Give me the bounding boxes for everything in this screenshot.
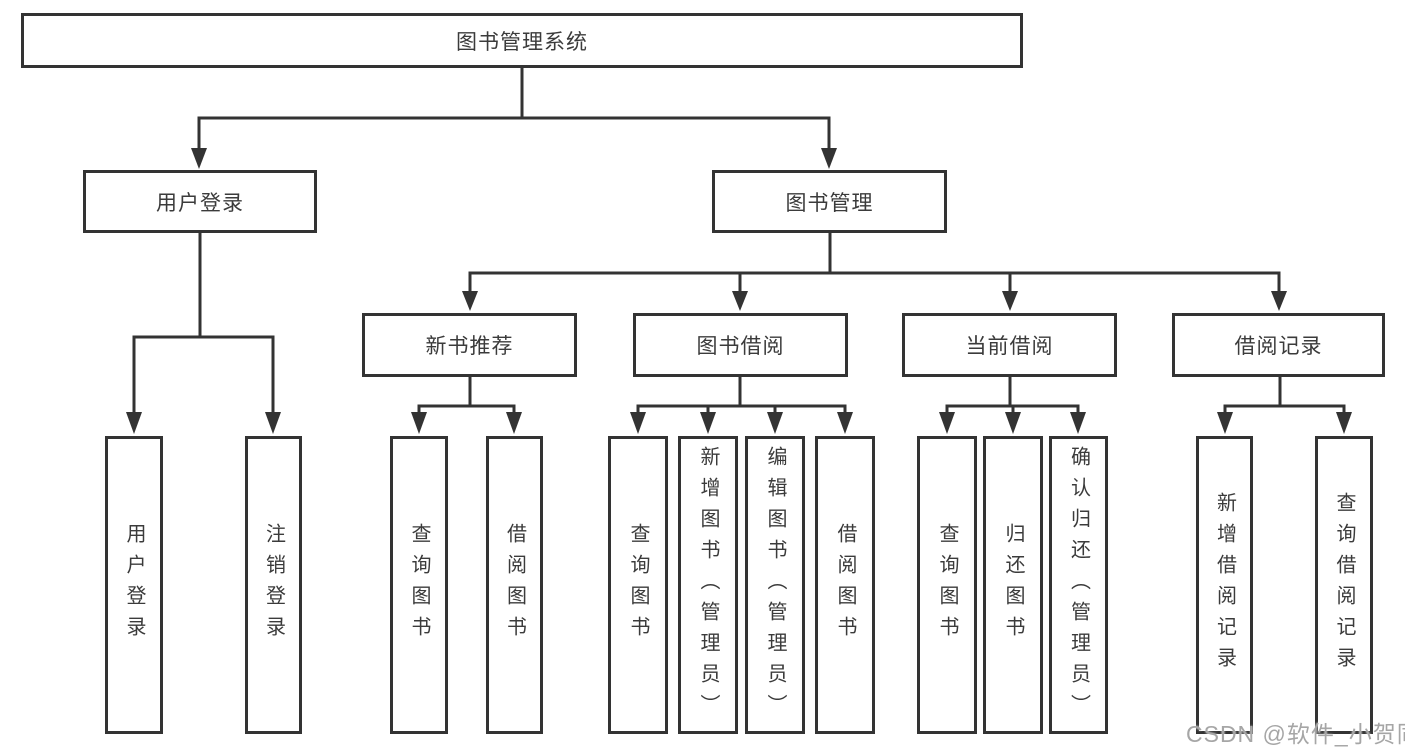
- leaf-bb-edit-book-admin: 编辑图书（管理员）: [745, 436, 805, 734]
- leaf-br-add-record: 新增借阅记录: [1196, 436, 1253, 734]
- leaf-bb-add-book-admin-label: 新增图书（管理员）: [697, 445, 719, 725]
- node-book-borrowing: 图书借阅: [633, 313, 848, 377]
- leaf-cb-return-books: 归还图书: [983, 436, 1043, 734]
- connector-user-login-split: [126, 233, 281, 434]
- leaf-user-login-label: 用户登录: [123, 523, 145, 647]
- leaf-cb-confirm-return-admin-label: 确认归还（管理员）: [1067, 445, 1090, 725]
- leaf-bb-query-books-label: 查询图书: [627, 523, 649, 647]
- leaf-cb-confirm-return-admin: 确认归还（管理员）: [1049, 436, 1108, 734]
- leaf-bb-query-books: 查询图书: [608, 436, 668, 734]
- node-book-management: 图书管理: [712, 170, 947, 233]
- leaf-br-query-record-label: 查询借阅记录: [1333, 492, 1355, 678]
- leaf-nbr-query-books-label: 查询图书: [408, 523, 430, 647]
- node-root: 图书管理系统: [21, 13, 1023, 68]
- leaf-logout: 注销登录: [245, 436, 302, 734]
- node-borrowing-records-label: 借阅记录: [1234, 335, 1323, 358]
- leaf-bb-edit-book-admin-label: 编辑图书（管理员）: [764, 445, 786, 725]
- leaf-nbr-query-books: 查询图书: [390, 436, 448, 734]
- leaf-bb-add-book-admin: 新增图书（管理员）: [678, 436, 738, 734]
- leaf-cb-return-books-label: 归还图书: [1002, 523, 1024, 647]
- connector-book-borrowing-split: [630, 377, 853, 434]
- node-user-login-label: 用户登录: [156, 191, 244, 215]
- leaf-cb-query-books-label: 查询图书: [936, 523, 958, 647]
- node-user-login: 用户登录: [83, 170, 317, 233]
- connector-current-borrowing-split: [939, 377, 1086, 434]
- leaf-user-login: 用户登录: [105, 436, 163, 734]
- connector-root-split: [191, 68, 837, 169]
- leaf-logout-label: 注销登录: [262, 523, 285, 647]
- node-new-book-recommend: 新书推荐: [362, 313, 577, 377]
- node-borrowing-records: 借阅记录: [1172, 313, 1385, 377]
- node-new-book-recommend-label: 新书推荐: [425, 335, 514, 358]
- node-root-label: 图书管理系统: [456, 30, 588, 54]
- node-book-borrowing-label: 图书借阅: [696, 335, 785, 358]
- leaf-br-query-record: 查询借阅记录: [1315, 436, 1373, 734]
- connector-book-management-split: [462, 233, 1287, 311]
- leaf-nbr-borrow-books-label: 借阅图书: [503, 523, 526, 647]
- node-book-management-label: 图书管理: [785, 191, 874, 215]
- leaf-bb-borrow-books: 借阅图书: [815, 436, 875, 734]
- leaf-br-add-record-label: 新增借阅记录: [1213, 492, 1236, 678]
- connector-new-book-recommend-split: [411, 377, 522, 434]
- leaf-nbr-borrow-books: 借阅图书: [486, 436, 543, 734]
- node-current-borrowing-label: 当前借阅: [965, 335, 1054, 358]
- connector-borrowing-records-split: [1217, 377, 1352, 434]
- node-current-borrowing: 当前借阅: [902, 313, 1117, 377]
- leaf-cb-query-books: 查询图书: [917, 436, 977, 734]
- watermark: CSDN @软件_小贺同学: [1186, 721, 1405, 747]
- leaf-bb-borrow-books-label: 借阅图书: [834, 523, 856, 647]
